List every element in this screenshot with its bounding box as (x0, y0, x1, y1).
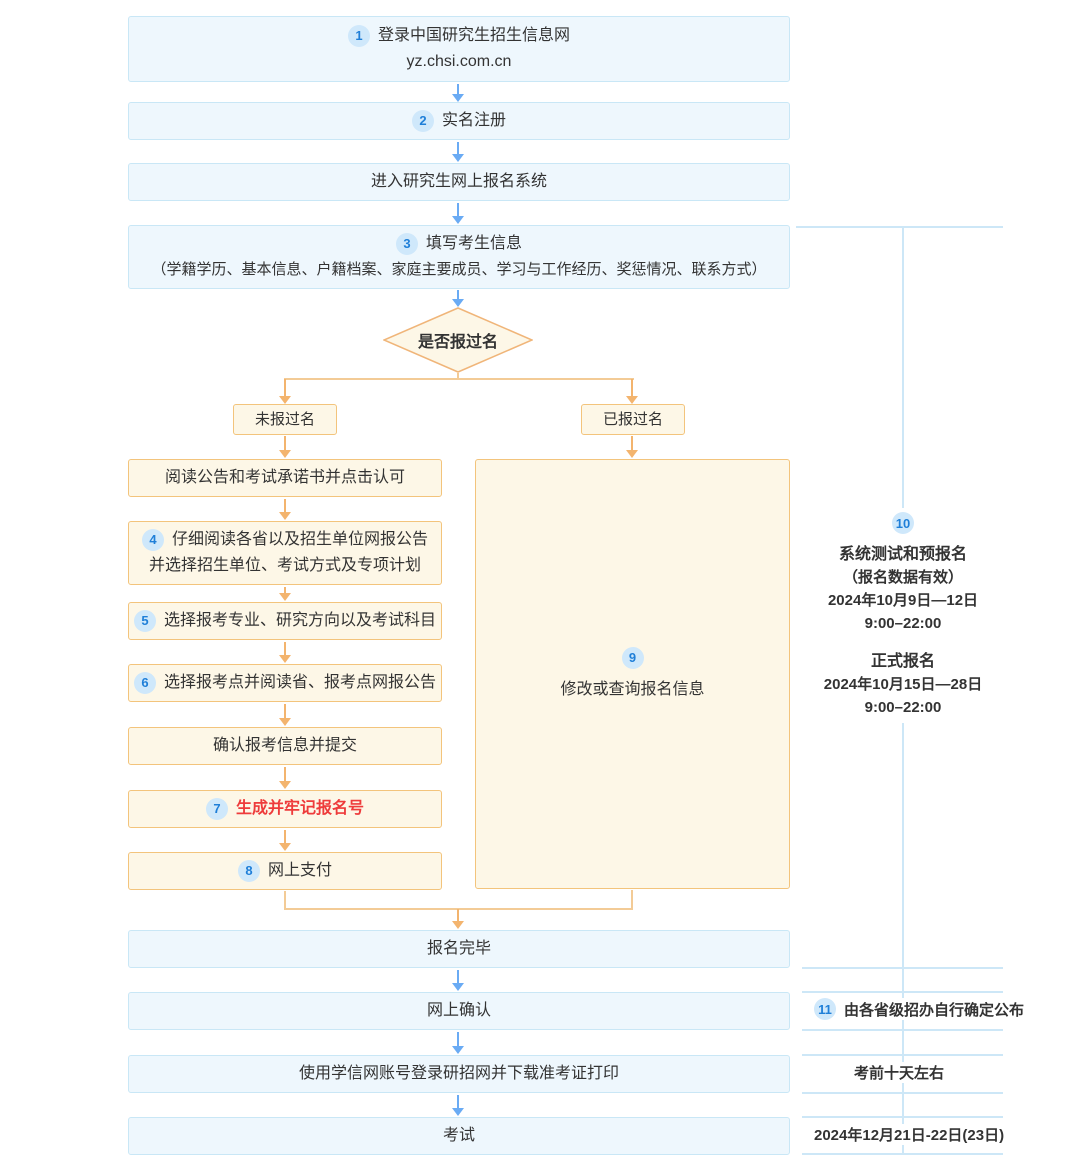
down-arrow (279, 830, 291, 851)
step-7-label: 生成并牢记报名号 (235, 800, 364, 817)
branch-yes-box: 已报过名 (581, 404, 685, 435)
bracket-line (802, 991, 1003, 993)
step-4-box: 4 仔细阅读各省以及招生单位网报公告 并选择招生单位、考试方式及专项计划 (128, 521, 442, 585)
down-arrow (279, 587, 291, 601)
step-8-label: 网上支付 (267, 862, 332, 879)
annotation-confirm-time: 考前十天左右 (848, 1062, 951, 1083)
branch-yes-label: 已报过名 (602, 410, 663, 428)
down-arrow (279, 379, 291, 404)
annotation-10-date2: 2024年10月15日—28日 (823, 676, 983, 693)
step-5-label: 选择报考专业、研究方向以及考试科目 (163, 612, 436, 629)
complete-box: 报名完毕 (128, 930, 790, 968)
annotation-confirm-time-label: 考前十天左右 (854, 1065, 945, 1082)
step-1-badge: 1 (347, 25, 370, 47)
step-6-box: 6 选择报考点并阅读省、报考点网报公告 (128, 664, 442, 702)
step-4-line1: 仔细阅读各省以及招生单位网报公告 (171, 531, 428, 548)
down-arrow (279, 704, 291, 726)
confirm-submit-box: 确认报考信息并提交 (128, 727, 442, 765)
down-arrow (279, 767, 291, 789)
annotation-10-note1: （报名数据有效） (842, 569, 963, 586)
annotation-10-title1: 系统测试和预报名 (838, 546, 967, 563)
step-6-label: 选择报考点并阅读省、报考点网报公告 (163, 674, 436, 691)
annotation-exam-date: 2024年12月21日-22日(23日) (808, 1124, 1011, 1145)
online-confirm-label: 网上确认 (426, 1002, 491, 1019)
annotation-10-time1: 9:00–22:00 (864, 615, 942, 632)
down-arrow (452, 970, 464, 991)
annotation-10-time2: 9:00–22:00 (864, 699, 942, 716)
complete-label: 报名完毕 (426, 940, 491, 957)
bracket-line (802, 1029, 1003, 1031)
enter-system-box: 进入研究生网上报名系统 (128, 163, 790, 201)
download-ticket-label: 使用学信网账号登录研招网并下载准考证打印 (298, 1065, 619, 1082)
step-3-badge: 3 (395, 233, 418, 255)
down-arrow (279, 499, 291, 520)
step-3-box: 3 填写考生信息 （学籍学历、基本信息、户籍档案、家庭主要成员、学习与工作经历、… (128, 225, 790, 289)
step-4-badge: 4 (141, 529, 164, 551)
down-arrow (452, 84, 464, 102)
bracket-line (802, 1116, 1003, 1118)
down-arrow (452, 142, 464, 162)
bracket-line (796, 226, 1003, 228)
down-arrow (626, 379, 638, 404)
step-9-badge: 9 (621, 647, 644, 669)
step-8-box: 8 网上支付 (128, 852, 442, 890)
bracket-line (802, 1092, 1003, 1094)
down-arrow (452, 203, 464, 224)
read-notice-label: 阅读公告和考试承诺书并点击认可 (164, 469, 405, 486)
step-2-badge: 2 (411, 110, 434, 132)
bracket-line (802, 1153, 1003, 1155)
annotation-10-badge: 10 (892, 512, 914, 534)
branch-no-box: 未报过名 (233, 404, 337, 435)
decision-diamond: 是否报过名 (383, 307, 533, 373)
confirm-submit-label: 确认报考信息并提交 (212, 737, 357, 754)
step-1-url: yz.chsi.com.cn (406, 53, 512, 70)
enter-system-label: 进入研究生网上报名系统 (370, 173, 547, 190)
step-5-badge: 5 (133, 610, 156, 632)
step-6-badge: 6 (133, 672, 156, 694)
annotation-10: 10 系统测试和预报名 （报名数据有效） 2024年10月9日—12日 9:00… (793, 508, 1013, 723)
bracket-line (802, 967, 1003, 969)
diamond-shape (383, 307, 533, 373)
read-notice-box: 阅读公告和考试承诺书并点击认可 (128, 459, 442, 497)
step-7-box: 7 生成并牢记报名号 (128, 790, 442, 828)
branch-no-label: 未报过名 (254, 410, 315, 428)
annotation-11: 11 由各省级招办自行确定公布 (808, 998, 1031, 1020)
connector-line (457, 373, 459, 379)
annotation-11-badge: 11 (814, 998, 836, 1020)
step-3-title: 填写考生信息 (425, 235, 522, 252)
annotation-exam-date-label: 2024年12月21日-22日(23日) (814, 1127, 1005, 1144)
step-2-box: 2 实名注册 (128, 102, 790, 140)
exam-label: 考试 (442, 1127, 475, 1144)
down-arrow (452, 290, 464, 307)
step-2-label: 实名注册 (441, 112, 506, 129)
step-4-line2: 并选择招生单位、考试方式及专项计划 (148, 557, 421, 574)
step-7-badge: 7 (205, 798, 228, 820)
annotation-11-label: 由各省级招办自行确定公布 (844, 1001, 1025, 1019)
bracket-line (802, 1054, 1003, 1056)
exam-box: 考试 (128, 1117, 790, 1155)
online-confirm-box: 网上确认 (128, 992, 790, 1030)
connector-line (631, 890, 633, 910)
step-8-badge: 8 (237, 860, 260, 882)
download-ticket-box: 使用学信网账号登录研招网并下载准考证打印 (128, 1055, 790, 1093)
annotation-10-date1: 2024年10月9日—12日 (827, 592, 979, 609)
down-arrow (452, 1095, 464, 1116)
decision-label: 是否报过名 (417, 334, 498, 351)
step-5-box: 5 选择报考专业、研究方向以及考试科目 (128, 602, 442, 640)
annotation-10-title2: 正式报名 (870, 653, 935, 670)
down-arrow (626, 436, 638, 458)
down-arrow (452, 1032, 464, 1054)
connector-line (284, 378, 634, 380)
connector-line (284, 891, 286, 910)
down-arrow (279, 436, 291, 458)
step-9-label: 修改或查询报名信息 (560, 681, 705, 698)
step-1-box: 1 登录中国研究生招生信息网 yz.chsi.com.cn (128, 16, 790, 82)
step-3-detail: （学籍学历、基本信息、户籍档案、家庭主要成员、学习与工作经历、奖惩情况、联系方式… (151, 261, 767, 278)
step-1-title: 登录中国研究生招生信息网 (377, 27, 570, 44)
down-arrow (452, 909, 464, 929)
step-9-box: 9 修改或查询报名信息 (475, 459, 790, 889)
down-arrow (279, 642, 291, 663)
